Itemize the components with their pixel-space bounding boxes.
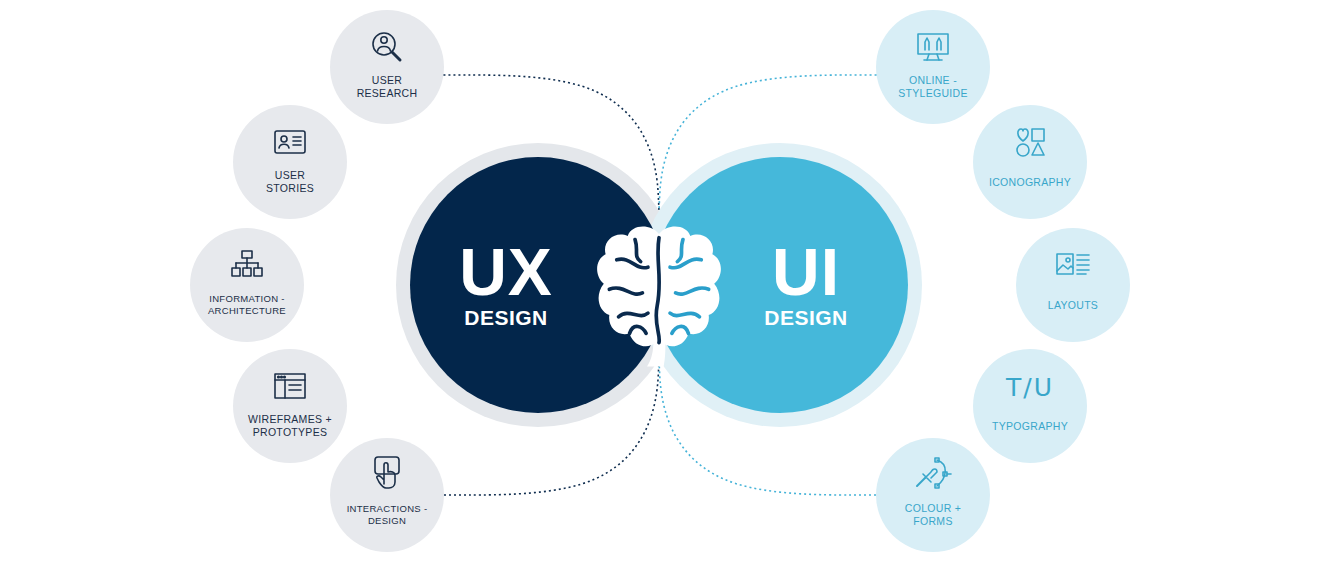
- topic-label: USER RESEARCH: [354, 74, 420, 100]
- topic-label: COLOUR + FORMS: [900, 502, 966, 528]
- topic-label: ONLINE - STYLEGUIDE: [896, 74, 970, 100]
- topic-fill: [190, 228, 304, 342]
- brain-grooves-right: [670, 240, 709, 334]
- topic-label: TYPOGRAPHY: [992, 420, 1068, 433]
- topic-fill: [876, 10, 990, 124]
- topic-circle: ICONOGRAPHY: [973, 105, 1087, 219]
- halo-ring: [396, 143, 680, 427]
- disc-fill: [652, 157, 908, 413]
- disc-fill: [410, 157, 666, 413]
- topic-label: WIREFRAMES + PROTOTYPES: [247, 413, 333, 439]
- circle-shape: [233, 105, 347, 219]
- topic-circle: LAYOUTS: [1016, 228, 1130, 342]
- circle-shape: [233, 349, 347, 463]
- circle-shape: [330, 438, 444, 552]
- brain-grooves-left: [609, 238, 659, 343]
- topic-circle: ONLINE - STYLEGUIDE: [876, 10, 990, 124]
- circle-shape: [190, 228, 304, 342]
- topic-fill: [973, 349, 1087, 463]
- topic-fill: [973, 105, 1087, 219]
- discipline-subtitle: DESIGN: [464, 305, 548, 330]
- topic-circle: INTERACTIONS - DESIGN: [330, 438, 444, 552]
- topic-fill: [876, 438, 990, 552]
- topic-circle: WIREFRAMES + PROTOTYPES: [233, 349, 347, 463]
- brain-outline: [597, 227, 721, 347]
- topic-label: LAYOUTS: [1048, 299, 1098, 312]
- topic-fill: [1016, 228, 1130, 342]
- discipline-title: UI: [772, 239, 840, 305]
- topic-fill: [233, 349, 347, 463]
- circle-shape: [973, 349, 1087, 463]
- topic-label: INTERACTIONS - DESIGN: [338, 503, 436, 527]
- circle-shape: [330, 10, 444, 124]
- topic-fill: [233, 105, 347, 219]
- topic-circle: USER STORIES: [233, 105, 347, 219]
- circle-shape: [876, 10, 990, 124]
- topic-fill: [330, 10, 444, 124]
- topic-circle: INFORMATION - ARCHITECTURE: [190, 228, 304, 342]
- circle-shape: [1016, 228, 1130, 342]
- discipline-title: UX: [459, 239, 553, 305]
- topic-label: INFORMATION - ARCHITECTURE: [198, 293, 296, 317]
- circle-shape: [973, 105, 1087, 219]
- circle-shape: [876, 438, 990, 552]
- topic-circle: TYPOGRAPHY: [973, 349, 1087, 463]
- discipline-circle: UXDESIGN: [396, 143, 680, 427]
- topic-label: ICONOGRAPHY: [989, 176, 1071, 189]
- topic-circle: USER RESEARCH: [330, 10, 444, 124]
- halo-ring: [638, 143, 922, 427]
- discipline-circle: UIDESIGN: [638, 143, 922, 427]
- topic-label: USER STORIES: [257, 169, 323, 195]
- topic-fill: [330, 438, 444, 552]
- topic-circle: COLOUR + FORMS: [876, 438, 990, 552]
- typography-glyphs: T/U: [1006, 375, 1054, 400]
- discipline-subtitle: DESIGN: [764, 305, 848, 330]
